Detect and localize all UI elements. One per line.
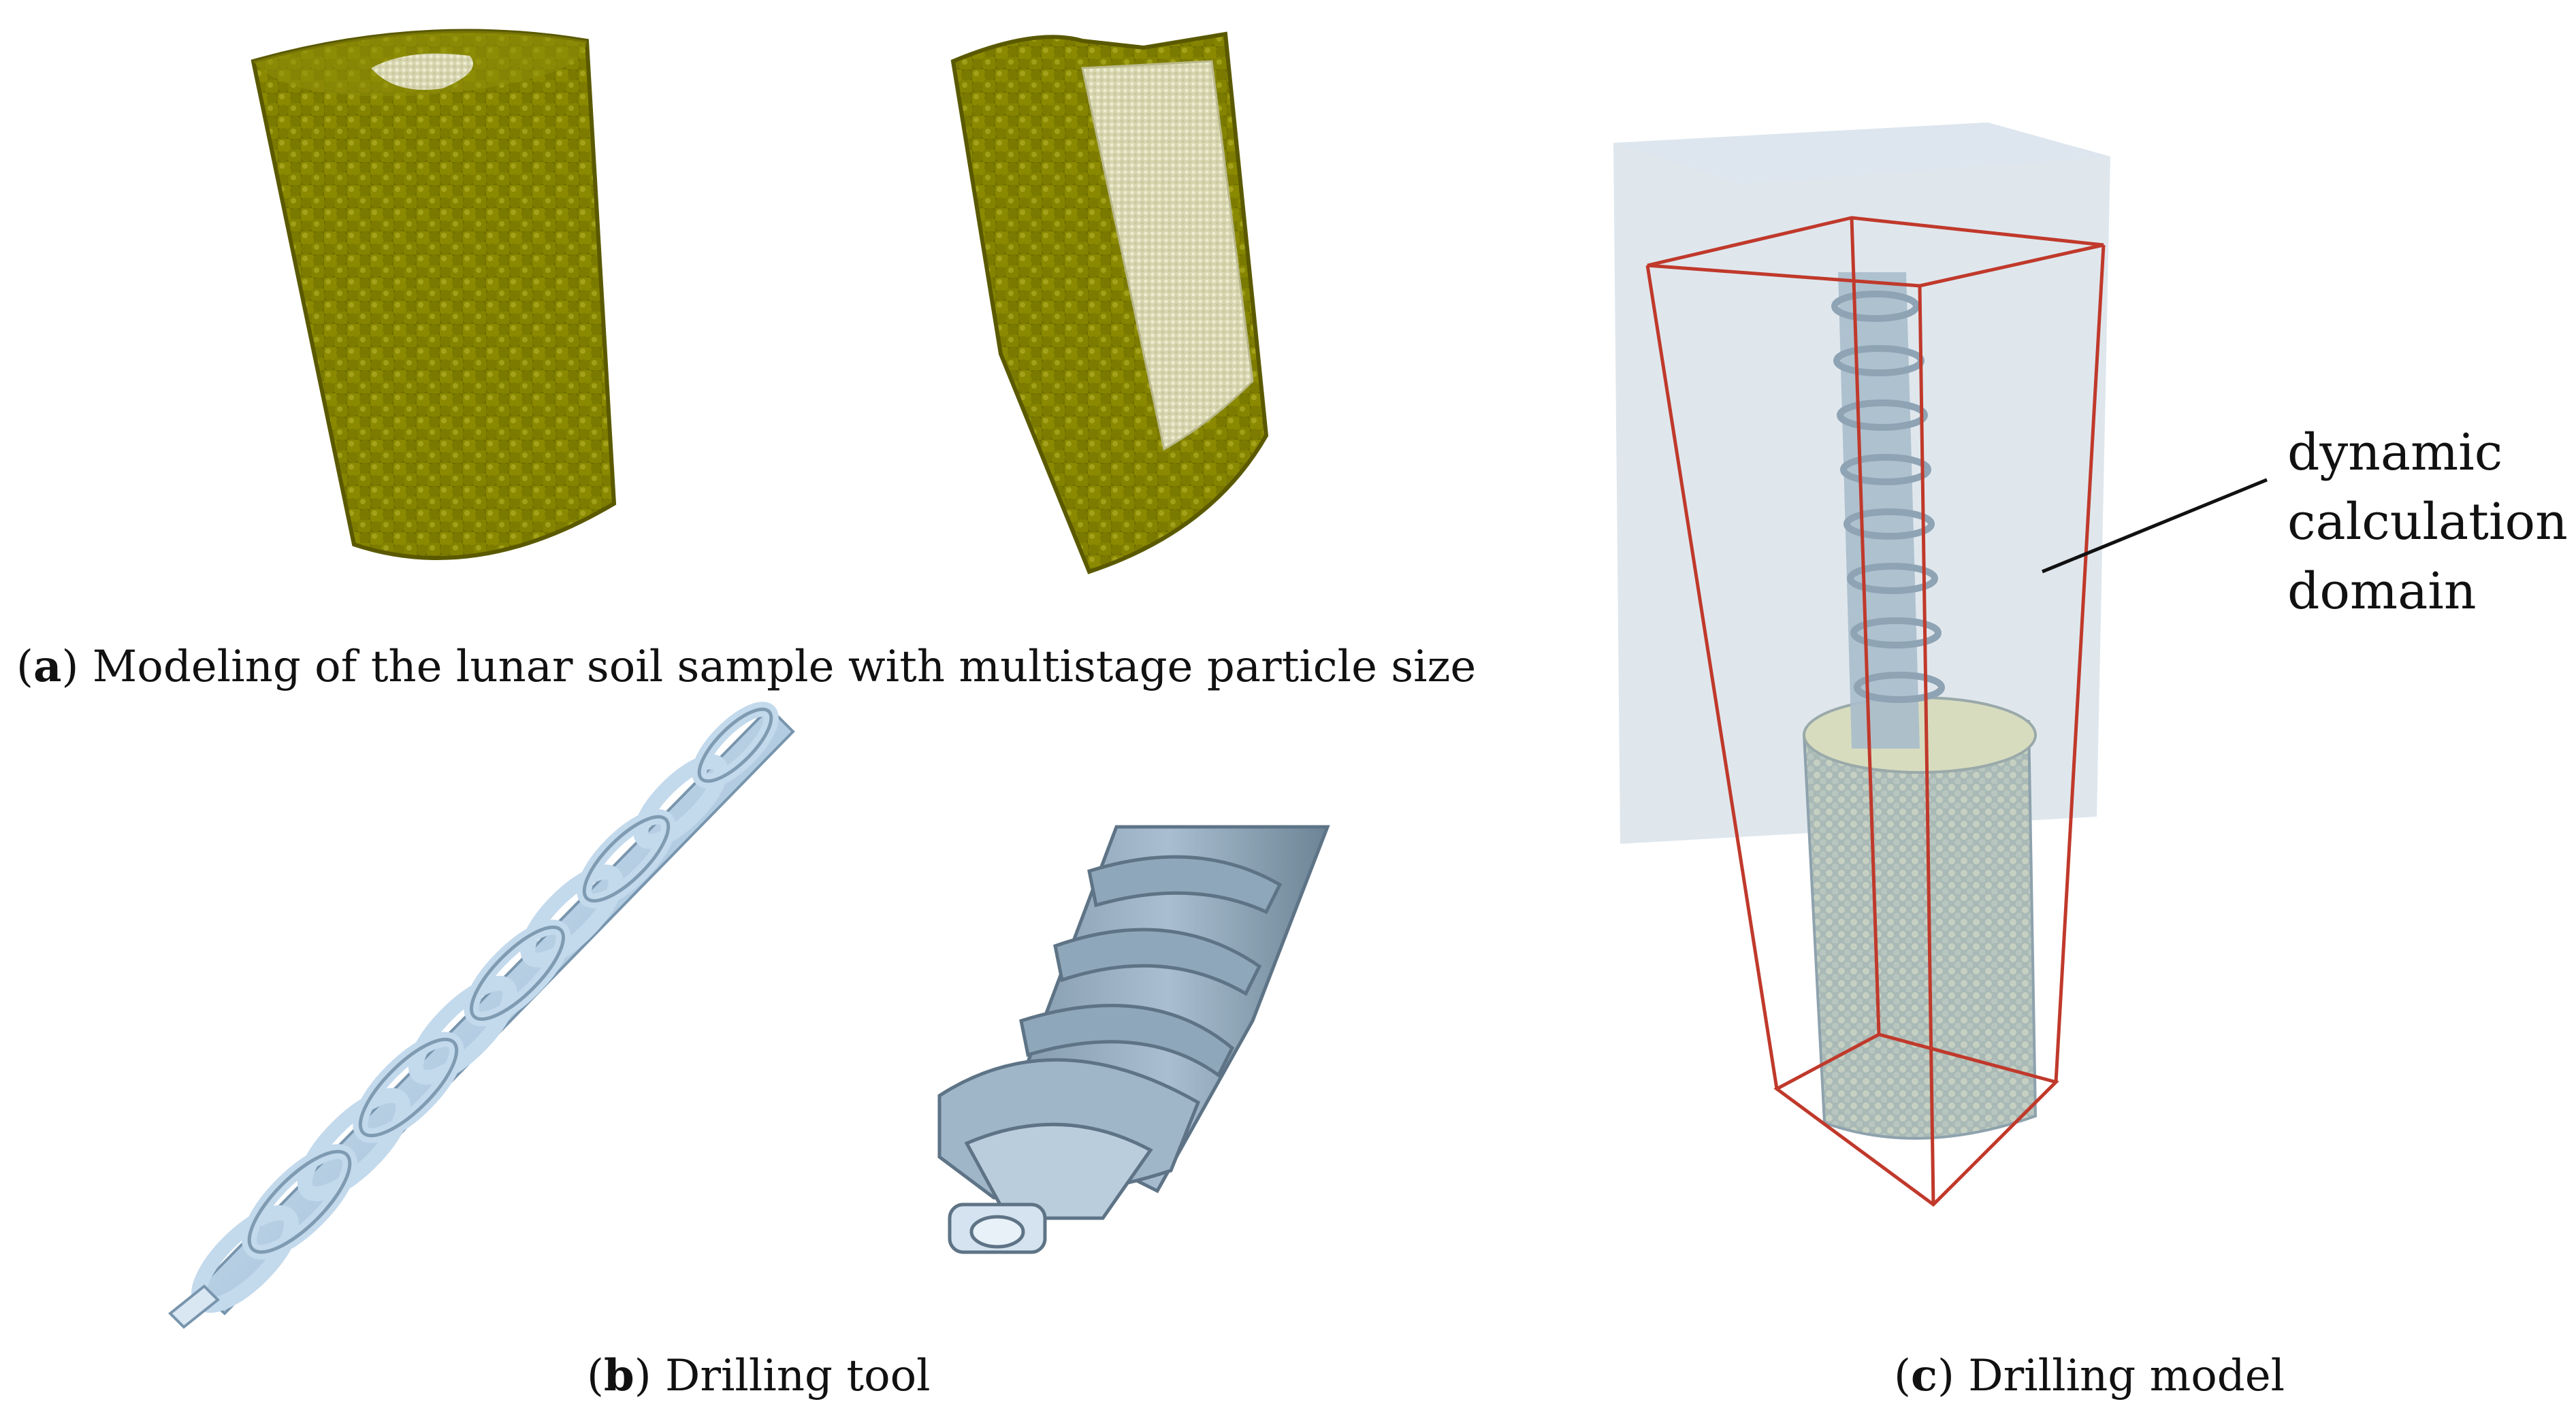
drilling-tool-closeup — [937, 825, 1330, 1254]
annotation-line-1: dynamic — [2287, 423, 2503, 482]
drilling-tool-long — [168, 702, 795, 1329]
soil-sample-full — [251, 29, 617, 560]
caption-c-text: Drilling model — [1968, 1351, 2285, 1401]
caption-c-letter: c — [1910, 1350, 1937, 1401]
caption-b-letter: b — [603, 1350, 634, 1401]
caption-a: (a) Modeling of the lunar soil sample wi… — [16, 641, 1477, 692]
caption-a-letter: a — [33, 641, 62, 692]
calculation-domain-box — [1645, 216, 2106, 1207]
caption-c: (c) Drilling model — [1894, 1350, 2285, 1401]
annotation-line-2: calculation — [2287, 493, 2568, 551]
caption-a-text: Modeling of the lunar soil sample with m… — [92, 642, 1477, 692]
soil-sample-cutaway — [950, 31, 1269, 574]
annotation-line-3: domain — [2287, 562, 2477, 621]
caption-b: (b) Drilling tool — [587, 1350, 931, 1401]
caption-b-text: Drilling tool — [665, 1351, 931, 1401]
drilling-model — [1613, 122, 2268, 1207]
annotation-leader-line — [2042, 478, 2268, 574]
